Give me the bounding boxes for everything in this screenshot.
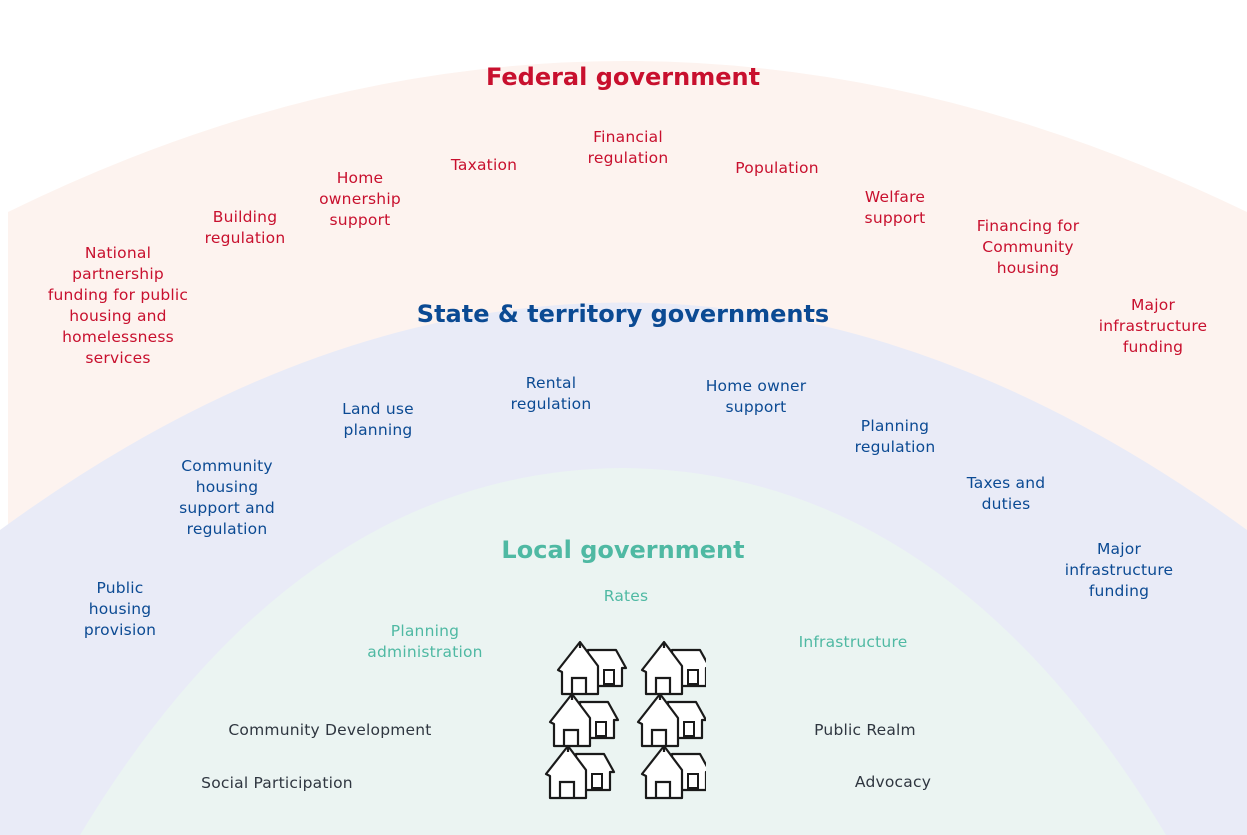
state-item-home-owner-support: Home owner support [705,377,807,416]
federal-item-welfare-support: Welfare support [864,188,926,227]
state-item-taxes-and-duties: Taxes and duties [966,474,1046,513]
state-item-rental-regulation: Rental regulation [510,374,592,413]
local-other-public-realm: Public Realm [814,721,916,739]
local-other-community-development: Community Development [228,721,432,739]
federal-item-national-partnership: National partnership funding for public … [47,244,189,367]
local-other-advocacy: Advocacy [854,773,932,791]
federal-item-population: Population [735,159,819,177]
federal-item-building-regulation: Building regulation [204,208,286,247]
federal-item-major-infrastructure: Major infrastructure funding [1098,296,1208,356]
state-title: State & territory governments [416,300,830,328]
local-item-rates: Rates [603,587,649,605]
state-item-land-use-planning: Land use planning [342,400,414,439]
local-arc [80,468,1166,835]
state-item-major-infrastructure: Major infrastructure funding [1064,540,1174,600]
local-title: Local government [501,536,745,564]
state-item-public-housing-provision: Public housing provision [83,579,157,639]
state-item-planning-regulation: Planning regulation [854,417,936,456]
houses-icon [544,640,706,800]
local-other-social-participation: Social Participation [201,774,353,792]
federal-item-home-ownership-support: Home ownership support [319,169,401,229]
local-item-infrastructure: Infrastructure [798,633,908,651]
federal-title: Federal government [485,63,761,91]
federal-item-financing-community-housing: Financing for Community housing [976,217,1080,277]
local-item-planning-administration: Planning administration [367,622,483,661]
federal-item-financial-regulation: Financial regulation [587,128,669,167]
state-item-community-housing-support: Community housing support and regulation [179,457,275,538]
federal-item-taxation: Taxation [450,156,518,174]
